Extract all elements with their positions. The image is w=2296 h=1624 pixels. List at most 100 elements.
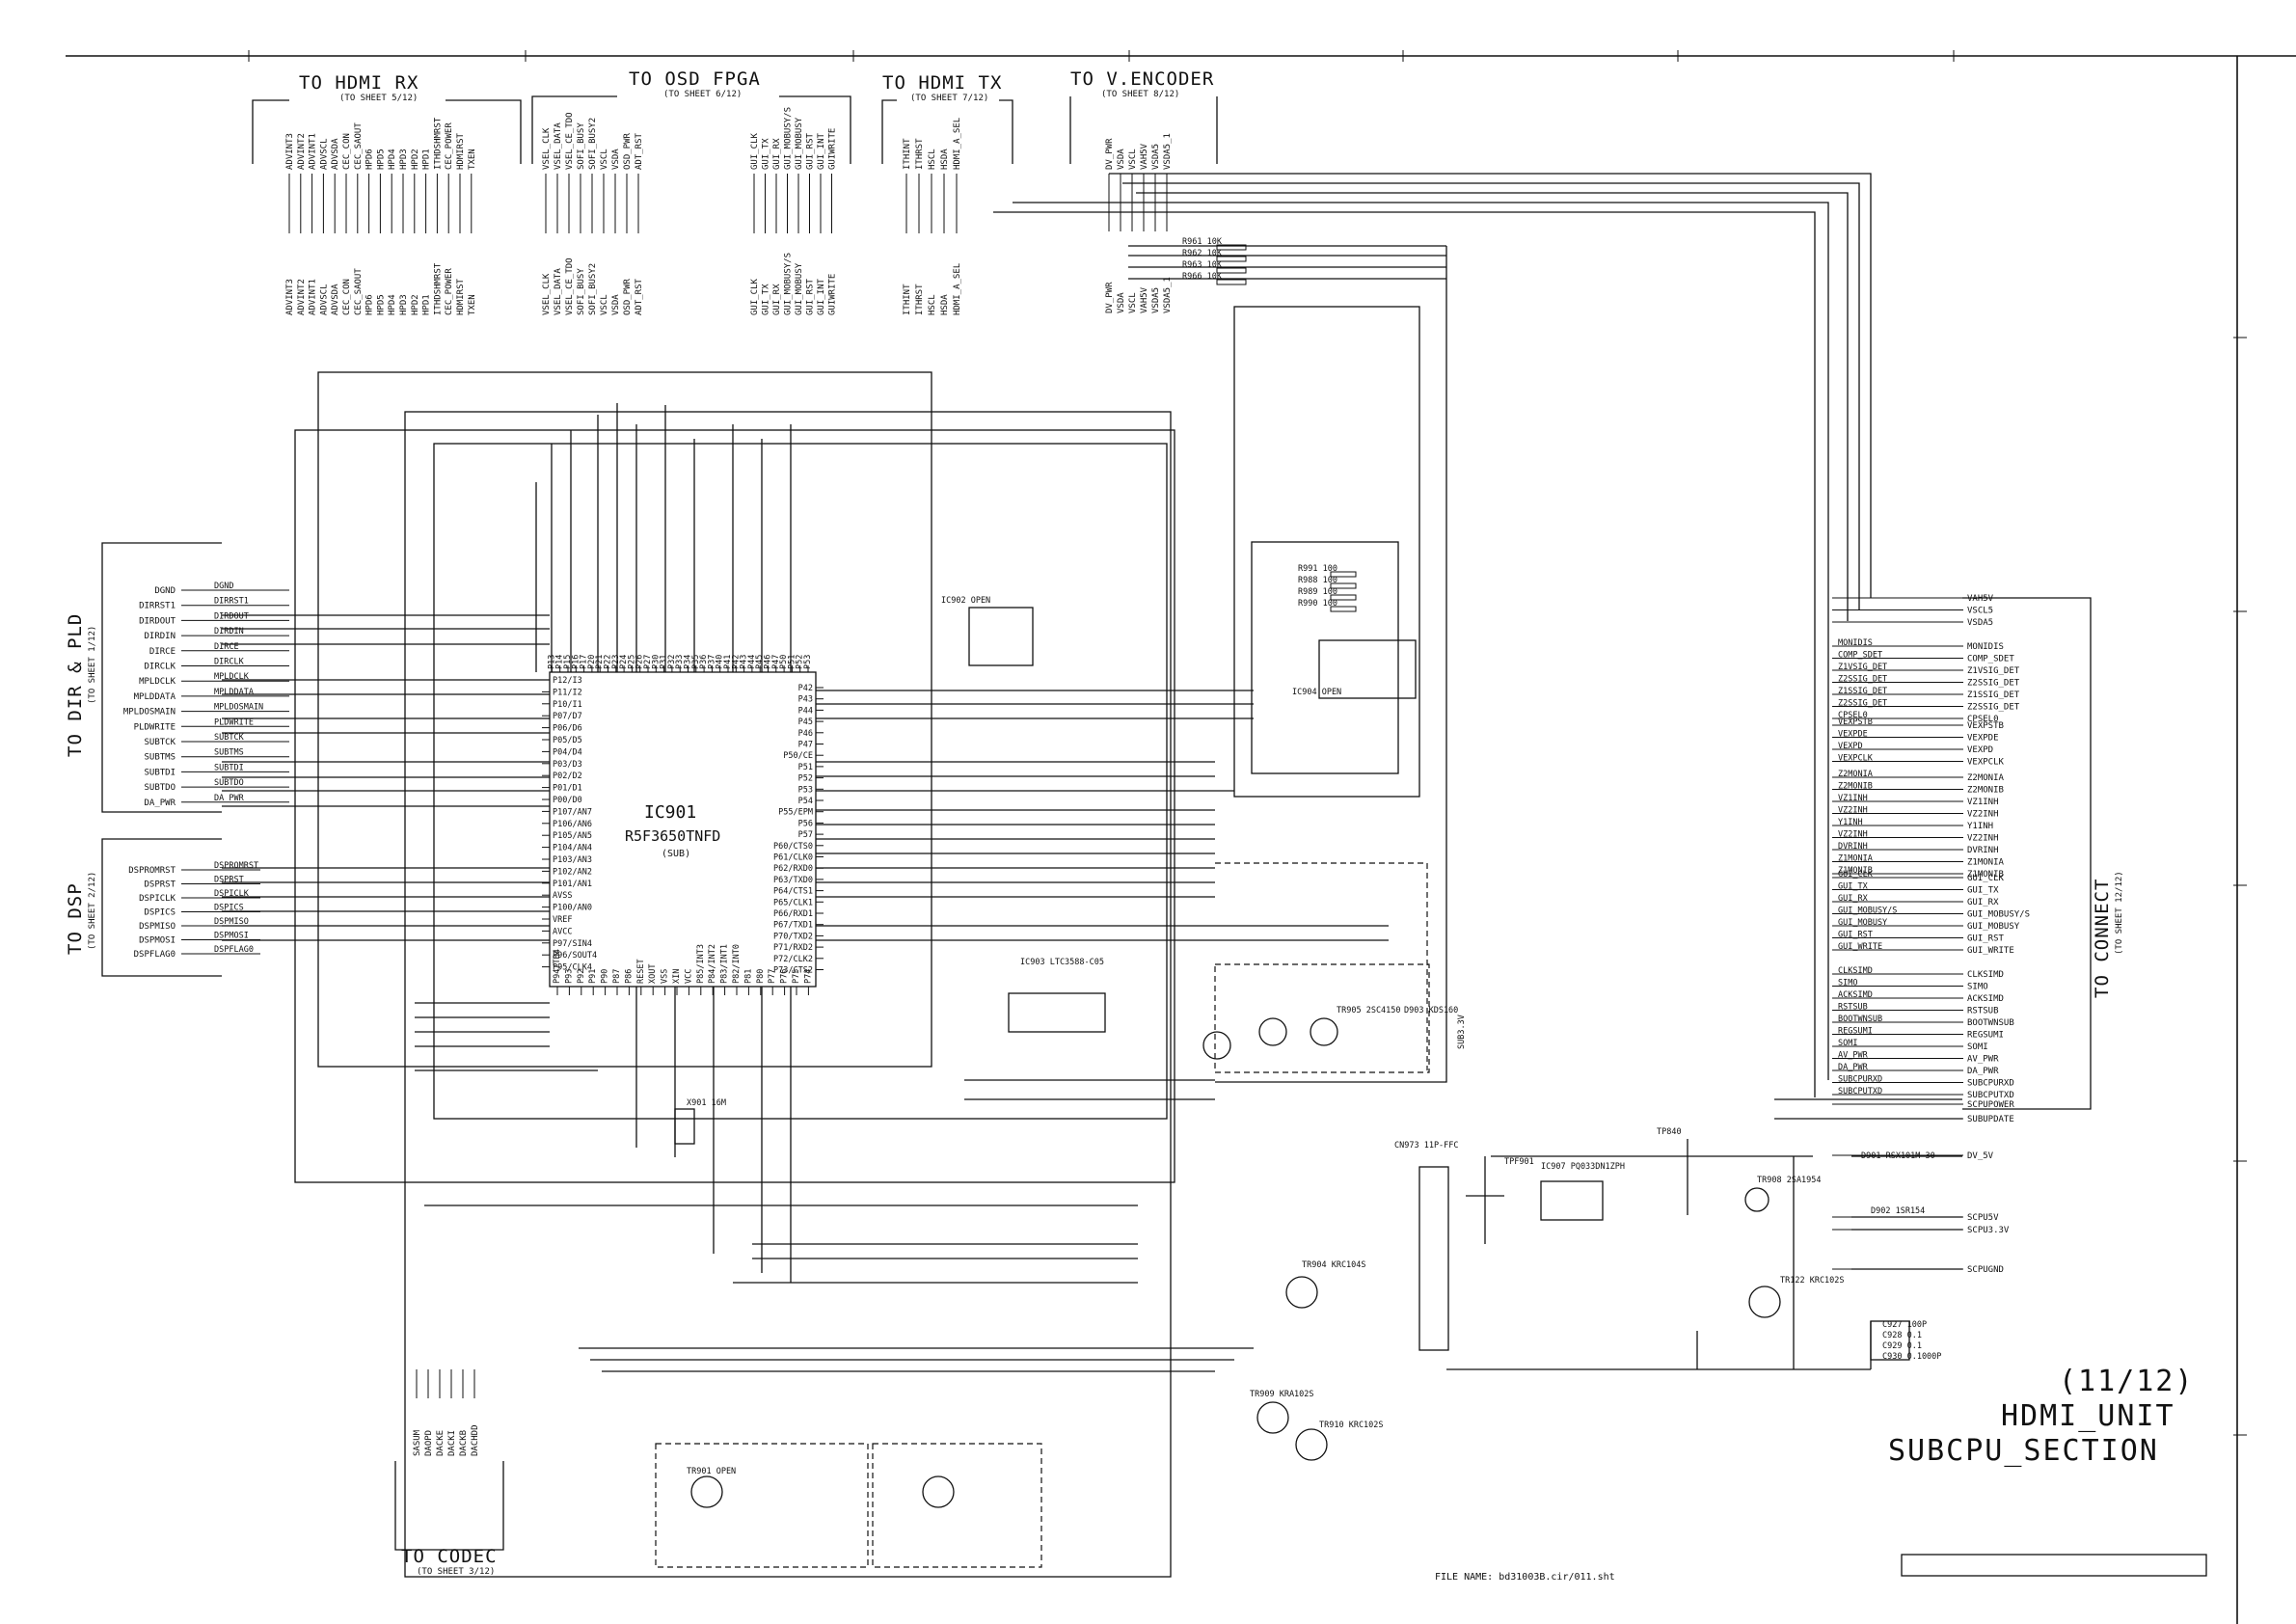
ic-pin-top: P17 [580,655,589,669]
signal-label: DACKE [436,1430,446,1456]
signal-label-lower: VSDA5 [1151,287,1161,313]
signal-label-lower: HSDA [940,294,950,315]
signal-label-inner: MPLDDATA [214,688,254,697]
hdmi-rx-ref: (TO SHEET 5/12) [339,94,418,103]
ic-pin-right: P66/RXD1 [773,909,813,919]
capacitor-label: C929 0.1 [1882,1341,1922,1351]
ic-pin-right: P42 [798,684,813,693]
signal-label-inner: VEXPSTB [1838,717,1873,727]
osd-fpga-connector: TO OSD FPGA (TO SHEET 6/12) [531,68,851,164]
resistor-label: R989 100 [1298,587,1337,597]
ic-pin-bottom: P80 [756,969,766,984]
signal-label: DSPRST [144,880,176,890]
signal-label-inner: VEXPCLK [1838,754,1874,764]
ic-pin-right: P57 [798,830,813,840]
ic-pin-bottom: P86 [624,969,634,984]
signal-label: SCPU3.3V [1967,1226,2010,1235]
ic-pin-bottom: P74 [803,969,813,984]
signal-label: Z2MONIB [1967,786,2004,796]
signal-label-lower: GUIWRITE [828,274,838,315]
signal-label-inner: SUBCPURXD [1838,1075,1882,1085]
signal-label: HPD5 [376,149,386,170]
signal-label-inner: MPLDOSMAIN [214,703,263,713]
ic-pin-bottom: P76 [780,969,790,984]
signal-label: PLDWRITE [134,722,176,732]
signal-label: AV_PWR [1967,1055,1999,1065]
signal-label: OSD_PWR [623,132,633,170]
ic-pin-left: P03/D3 [553,760,582,770]
signal-label: ADVINT3 [285,133,295,170]
signal-label-inner: DIRCLK [214,658,245,667]
signal-label-inner: GUI_CLK [1838,870,1874,880]
signal-label-inner: REGSUMI [1838,1027,1873,1037]
signal-label-inner: RSTSUB [1838,1003,1868,1013]
ic-pin-left: P95/CLK4 [553,963,592,973]
signal-label-lower: VSEL_CLK [542,273,552,315]
signal-label: MONIDIS [1967,642,2004,652]
signal-label: VEXPSTB [1967,721,2004,731]
signal-label-inner: COMP_SDET [1838,651,1882,661]
signal-label-lower: HDMI_A_SEL [953,263,962,315]
resistor-label: R990 100 [1298,599,1337,609]
ic-pin-bottom: P93 [564,969,574,984]
signal-label: SCPUGND [1967,1265,2004,1275]
signal-label-inner: Z1VSIG_DET [1838,663,1887,672]
signal-label-lower: ADVINT3 [285,279,295,315]
resistor-label: R966 10K [1182,272,1223,282]
signal-label-lower: GUI_TX [762,284,771,315]
ic-pin-left: AVSS [553,891,572,901]
ic-pin-top: P43 [740,655,749,669]
capacitor-label: C928 0.1 [1882,1331,1922,1340]
signal-label: HPD6 [365,149,375,170]
file-name: FILE NAME: bd31003B.cir/011.sht [1435,1572,1615,1583]
signal-label-lower: HPD6 [365,294,375,315]
signal-label-lower: ADVINT2 [297,279,307,315]
signal-label-lower: HPD3 [399,294,409,315]
ic-pin-bottom: P84/INT2 [708,944,717,984]
ic-pin-bottom: P82/INT0 [732,944,742,984]
signal-label-lower: HDMIRST [456,278,466,315]
resistor-label: R962 10K [1182,249,1223,258]
signal-label-lower: GUI_CLK [750,278,760,315]
ic-pin-left: VREF [553,915,572,925]
signal-label: SCPUPOWER [1967,1100,2014,1110]
ic901-part: R5F3650TNFD [625,827,720,845]
signal-label-inner: VZ2INH [1838,830,1868,840]
ic901-note: (SUB) [662,849,690,859]
ic-pin-right: P73/CTS2 [773,966,813,976]
signal-label: DV_PWR [1105,138,1115,170]
dir-pld-title: TO DIR & PLD [65,613,86,757]
signal-label: DSPROMRST [128,866,176,876]
ic-pin-left: P96/SOUT4 [553,951,597,961]
signal-label: VSEL_CLK [542,127,552,170]
signal-label-lower: SOFI_BUSY2 [588,263,598,315]
ic-pin-top: P27 [643,655,653,669]
signal-label: MPLDDATA [134,692,176,702]
ic-pin-top: P53 [803,655,813,669]
ic-pin-right: P44 [798,706,813,716]
ic-pin-right: P46 [798,729,813,739]
ic-pin-right: P53 [798,785,813,795]
signal-label: HDMI_A_SEL [953,118,962,170]
ic-pin-top: P41 [723,655,733,669]
diode-label: D903 KDS160 [1404,1006,1458,1015]
ic-pin-right: P70/TXD2 [773,932,813,941]
signal-label: VSDA5_1 [1163,133,1173,170]
ic-pin-bottom: P81 [743,969,753,984]
signal-label-lower: HPD1 [422,294,432,315]
resistor-symbol [1216,279,1247,285]
signal-label-lower: ADT_RST [635,278,644,315]
signal-label: Z1MONIB [1967,870,2004,880]
signal-label-inner: VZ2INH [1838,806,1868,816]
wiring [222,173,1962,1578]
signal-label: GUI_CLK [1967,874,2005,883]
signal-label: VSEL_DATA [554,122,563,170]
signal-label-inner: GUI_RX [1838,894,1869,904]
signal-label: DSPICS [144,908,176,918]
ic902-block: IC902 OPEN [941,596,1034,666]
signal-label-lower: GUI_MOBUSY [795,262,804,315]
ic-pin-left: P101/AN1 [553,880,592,889]
tp901-text: TPF901 [1504,1157,1534,1167]
